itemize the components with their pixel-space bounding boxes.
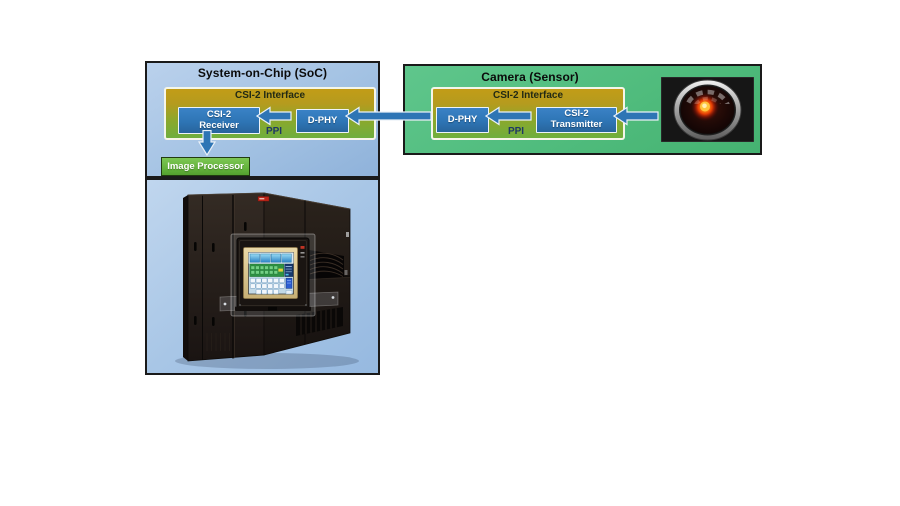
camera-csi2-interface-label: CSI-2 Interface (492, 90, 564, 101)
camera-title: Camera (Sensor) (481, 70, 579, 84)
camera-eye-icon (661, 77, 754, 142)
soc-dphy-block: D-PHY (296, 109, 349, 133)
soc-ppi-label: PPI (265, 126, 283, 137)
soc-title: System-on-Chip (SoC) (197, 66, 328, 80)
server-box (145, 178, 380, 375)
camera-csi2-interface-panel: CSI-2 Interface D-PHY CSI-2 Transmitter … (431, 87, 625, 140)
arrow-receiver-to-image-processor (198, 130, 216, 156)
image-processor-block: Image Processor (161, 157, 250, 176)
soc-csi2-interface-panel: CSI-2 Interface CSI-2 Receiver D-PHY PPI (164, 87, 376, 140)
arrow-eye-to-transmitter (613, 106, 659, 126)
soc-dphy-label: D-PHY (307, 114, 338, 126)
camera-ppi-label: PPI (507, 126, 525, 137)
csi2-receiver-label-line1: CSI-2 (206, 108, 232, 120)
image-processor-label: Image Processor (167, 161, 244, 172)
arrow-dphy-to-receiver (256, 106, 292, 126)
arrow-transmitter-to-dphy (485, 106, 532, 126)
csi2-receiver-label-line2: Receiver (199, 119, 239, 131)
csi2-transmitter-block: CSI-2 Transmitter (536, 107, 617, 133)
camera-dphy-label: D-PHY (447, 113, 478, 125)
csi2-receiver-block: CSI-2 Receiver (178, 107, 260, 134)
soc-box: System-on-Chip (SoC) CSI-2 Interface CSI… (145, 61, 380, 178)
camera-dphy-block: D-PHY (436, 107, 489, 133)
soc-csi2-interface-label: CSI-2 Interface (234, 90, 306, 101)
csi2-transmitter-label-line2: Transmitter (550, 119, 603, 130)
arrow-camera-dphy-to-soc-dphy (345, 106, 432, 126)
mainframe-illustration (175, 192, 359, 369)
camera-box: Camera (Sensor) CSI-2 Interface D-PHY CS… (403, 64, 762, 155)
csi2-transmitter-label-line1: CSI-2 (564, 108, 589, 120)
